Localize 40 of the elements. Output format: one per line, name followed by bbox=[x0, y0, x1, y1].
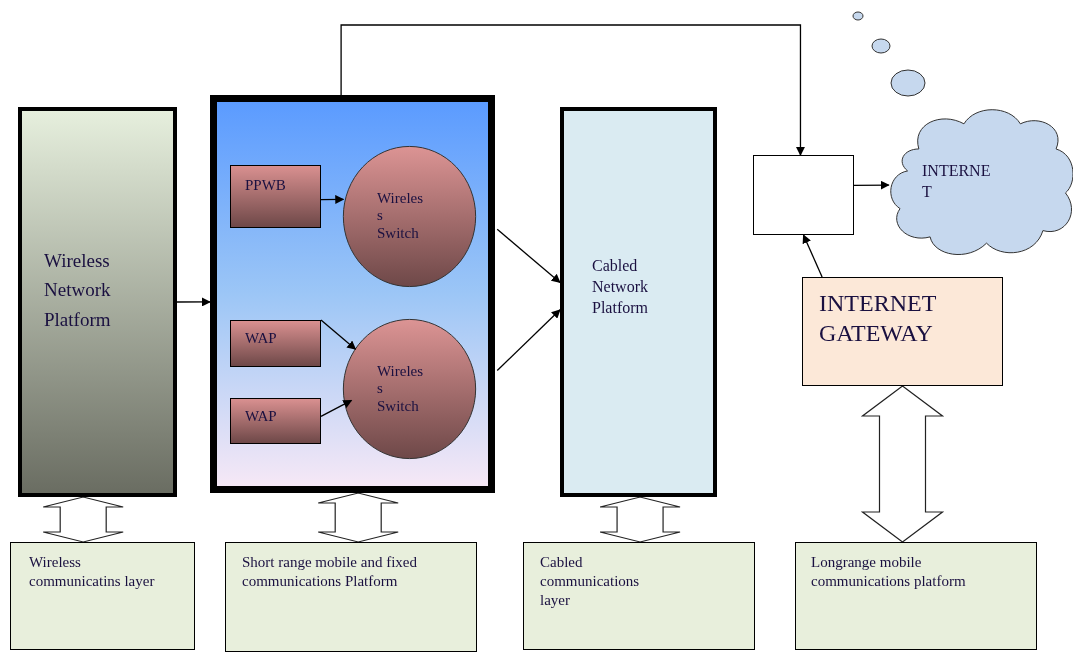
layer-box bbox=[225, 542, 477, 652]
node-label: Short range mobile and fixed communications Platform bbox=[242, 553, 418, 591]
device-box bbox=[230, 398, 321, 444]
device-box bbox=[230, 165, 321, 228]
device-box bbox=[230, 320, 321, 367]
platform-box bbox=[210, 95, 495, 493]
layer-box bbox=[795, 542, 1037, 650]
switch-circle bbox=[342, 318, 477, 460]
platform-box bbox=[560, 107, 717, 497]
layer-box bbox=[523, 542, 755, 650]
platform-box bbox=[18, 107, 177, 497]
node-label: Cabled communications layer bbox=[540, 553, 641, 610]
block-arrow bbox=[599, 496, 681, 543]
block-arrow bbox=[860, 385, 945, 543]
switch-circle bbox=[342, 145, 477, 288]
node-label: Wireles s Switch bbox=[377, 190, 425, 242]
arrow bbox=[496, 228, 561, 284]
node-label: PPWB bbox=[245, 176, 287, 194]
node-label: WAP bbox=[245, 407, 278, 425]
node-label: WAP bbox=[245, 329, 278, 347]
gateway-box bbox=[802, 277, 1003, 386]
node-label: Wireless Network Platform bbox=[44, 249, 112, 332]
arrow bbox=[496, 309, 561, 372]
node-label: Wireless communicatins layer bbox=[29, 553, 156, 591]
arrow bbox=[340, 24, 805, 156]
block-arrow bbox=[42, 496, 124, 543]
arrow bbox=[176, 297, 211, 307]
node-label: Cabled Network Platform bbox=[592, 256, 649, 318]
arrow bbox=[802, 234, 823, 278]
layer-box bbox=[10, 542, 195, 650]
node-label: INTERNET GATEWAY bbox=[819, 289, 937, 348]
arrow bbox=[320, 194, 345, 204]
arrow bbox=[320, 319, 357, 350]
arrow bbox=[320, 399, 353, 418]
arrow bbox=[853, 180, 890, 190]
node-label: INTERNE T bbox=[922, 161, 992, 202]
node-label: Longrange mobile communications platform bbox=[811, 553, 967, 591]
node-label: Wireles s Switch bbox=[377, 363, 425, 415]
block-arrow bbox=[317, 492, 399, 543]
empty-box bbox=[753, 155, 854, 235]
